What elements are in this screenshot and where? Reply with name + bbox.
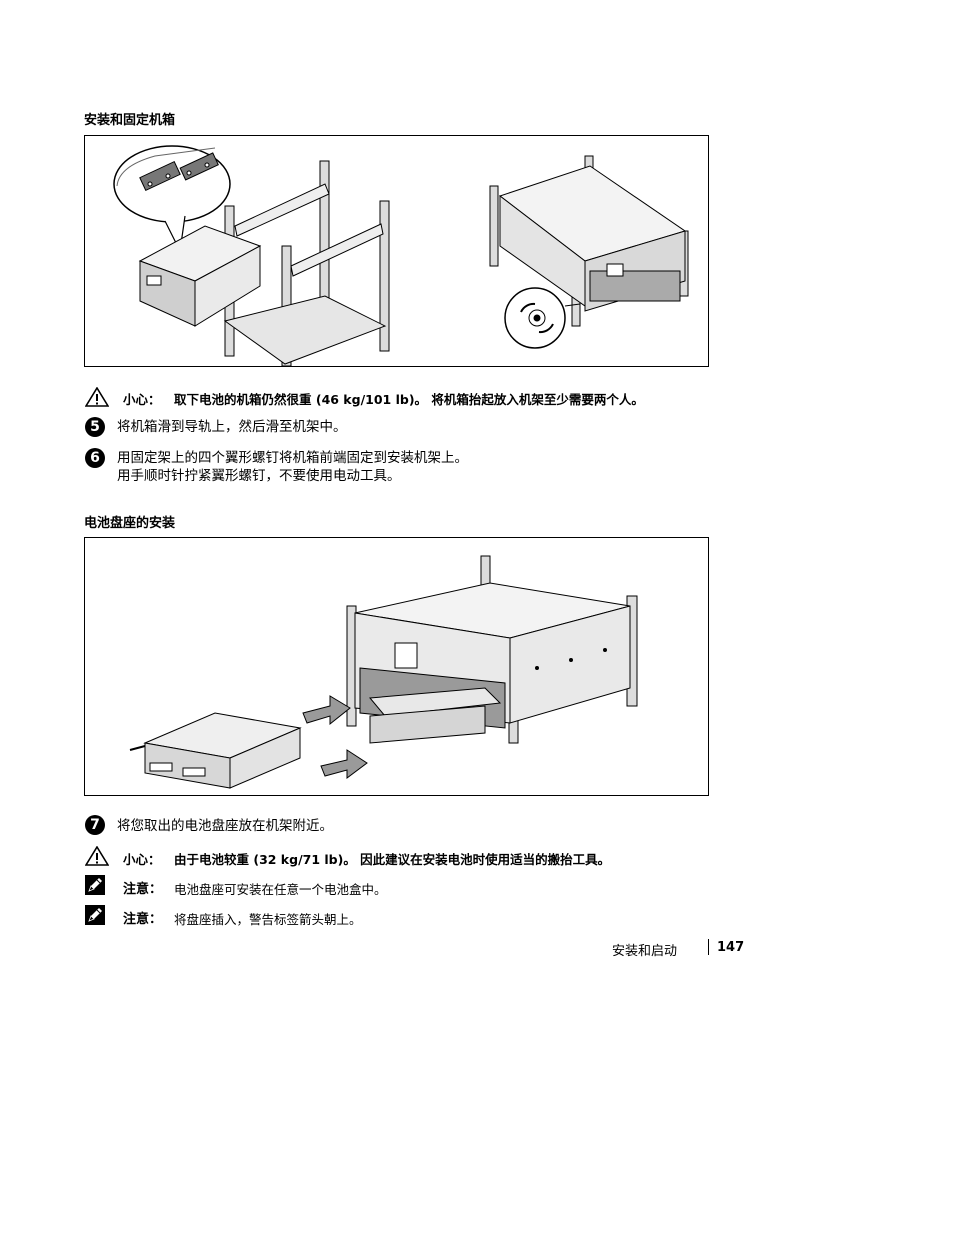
note-text: 将盘座插入，警告标签箭头朝上。 — [174, 912, 362, 927]
step-number-badge: 7 — [85, 815, 105, 835]
battery-tray-illustration — [129, 555, 638, 789]
step-5-text: 将机箱滑到导轨上，然后滑至机架中。 — [117, 419, 347, 435]
note-pencil-icon — [85, 875, 105, 895]
caution-label: 小心： — [123, 392, 161, 407]
step-number-badge: 5 — [85, 417, 105, 437]
step-6-text-line1: 用固定架上的四个翼形螺钉将机箱前端固定到安装机架上。 — [117, 450, 468, 466]
note-label: 注意： — [123, 882, 163, 897]
chassis-rack-illustration — [113, 145, 689, 366]
step-6-text-line2: 用手顺时针拧紧翼形螺钉，不要使用电动工具。 — [117, 468, 401, 484]
note-label: 注意： — [123, 912, 163, 927]
section-heading-battery-tray: 电池盘座的安装 — [84, 516, 176, 531]
caution-text: 由于电池较重 (32 kg/71 lb)。 因此建议在安装电池时使用适当的搬抬工… — [174, 852, 611, 867]
section-heading-install-chassis: 安装和固定机箱 — [84, 113, 176, 128]
warning-triangle-icon — [84, 845, 110, 866]
note-text: 电池盘座可安装在任意一个电池盒中。 — [174, 882, 387, 897]
note-pencil-icon — [85, 905, 105, 925]
step-7-text: 将您取出的电池盘座放在机架附近。 — [117, 818, 333, 834]
caution-label: 小心： — [123, 852, 161, 867]
footer-divider — [708, 939, 709, 955]
step-number-badge: 6 — [85, 448, 105, 468]
warning-triangle-icon — [84, 386, 110, 407]
figure-install-chassis — [84, 135, 709, 367]
figure-battery-tray — [84, 537, 709, 796]
caution-text: 取下电池的机箱仍然很重 (46 kg/101 lb)。 将机箱抬起放入机架至少需… — [174, 392, 644, 407]
page-number: 147 — [717, 940, 745, 955]
footer-section-title: 安装和启动 — [612, 944, 678, 959]
